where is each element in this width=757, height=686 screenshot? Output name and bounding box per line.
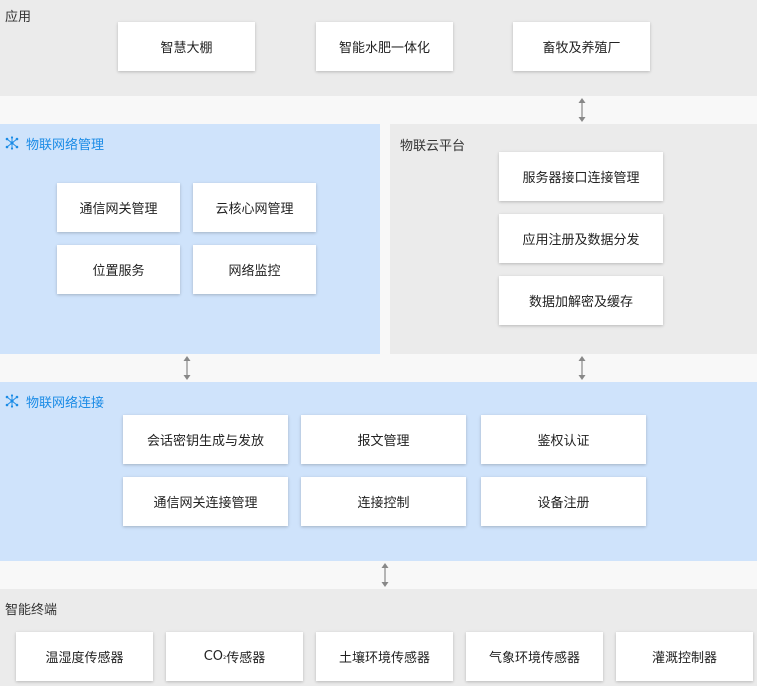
irrigation-controller: 灌溉控制器 <box>616 632 753 681</box>
server-interface-connection-management: 服务器接口连接管理 <box>499 152 663 201</box>
gateway-connection-management: 通信网关连接管理 <box>123 477 288 526</box>
bidirectional-arrow-icon <box>381 563 389 587</box>
soil-environment-sensor: 土壤环境传感器 <box>316 632 453 681</box>
co2-sensor-label: 传感器 <box>226 651 266 666</box>
network-connection-layer <box>0 382 757 561</box>
network-connection-title: 物联网络连接 <box>26 396 105 411</box>
app-smart-greenhouse: 智慧大棚 <box>118 22 255 71</box>
connection-control: 连接控制 <box>301 477 466 526</box>
network-management-layer <box>0 124 380 354</box>
bidirectional-arrow-icon <box>183 356 191 380</box>
authentication: 鉴权认证 <box>481 415 646 464</box>
bidirectional-arrow-icon <box>578 356 586 380</box>
network-icon <box>5 136 19 150</box>
co2-label: CO <box>203 649 224 664</box>
smart-terminal-title: 智能终端 <box>5 603 58 618</box>
co2-subscript: ₂ <box>223 652 227 661</box>
cloud-platform-title: 物联云平台 <box>400 139 466 154</box>
network-monitoring: 网络监控 <box>193 245 316 294</box>
session-key-generation: 会话密钥生成与发放 <box>123 415 288 464</box>
app-water-fertilizer: 智能水肥一体化 <box>316 22 453 71</box>
gateway-management: 通信网关管理 <box>57 183 180 232</box>
bidirectional-arrow-icon <box>578 98 586 122</box>
message-management: 报文管理 <box>301 415 466 464</box>
cloud-core-network-management: 云核心网管理 <box>193 183 316 232</box>
device-registration: 设备注册 <box>481 477 646 526</box>
app-livestock-farm: 畜牧及养殖厂 <box>513 22 650 71</box>
data-encryption-cache: 数据加解密及缓存 <box>499 276 663 325</box>
temperature-humidity-sensor: 温湿度传感器 <box>16 632 153 681</box>
app-registration-data-distribution: 应用注册及数据分发 <box>499 214 663 263</box>
network-icon <box>5 394 19 408</box>
network-management-title: 物联网络管理 <box>26 138 105 153</box>
weather-environment-sensor: 气象环境传感器 <box>466 632 603 681</box>
application-layer-title: 应用 <box>5 10 32 25</box>
location-service: 位置服务 <box>57 245 180 294</box>
